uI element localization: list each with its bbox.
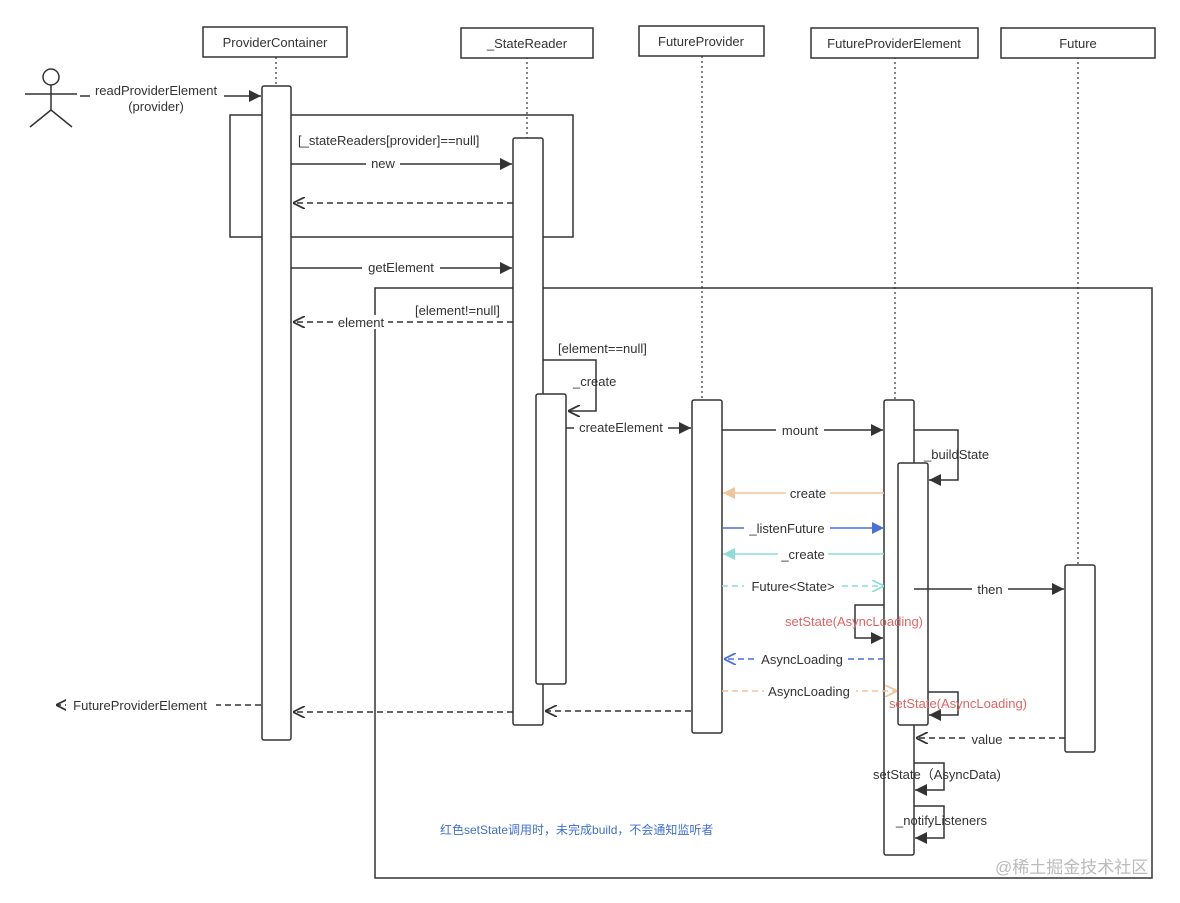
arrow-create-self <box>543 359 597 411</box>
participant-future-provider <box>638 25 765 57</box>
frame-element-not-null <box>374 287 1153 879</box>
participant-future-provider-element <box>810 27 979 59</box>
frame-guard-label: [_stateReaders[provider]==null] <box>298 133 479 148</box>
message-label: value <box>971 732 1002 747</box>
arrow-notify-listeners <box>914 805 945 844</box>
participant-label: ProviderContainer <box>223 35 328 50</box>
message-label: AsyncLoading <box>761 652 843 667</box>
message-label: createElement <box>579 420 663 435</box>
diagram-note: 红色setState调用时，未完成build，不会通知监听者 <box>440 822 713 837</box>
activation-future-provider <box>691 399 723 734</box>
participant-label: FutureProvider <box>658 34 745 49</box>
activation-provider-container <box>261 85 292 741</box>
participant-label: _StateReader <box>486 36 568 51</box>
activation-build-state <box>897 462 929 726</box>
message-label: mount <box>782 423 819 438</box>
message-label: _listenFuture <box>748 521 824 536</box>
frame-state-reader-null <box>229 114 574 238</box>
message-label: create <box>790 486 826 501</box>
activation-future <box>1064 564 1096 753</box>
message-label: setState（AsyncData) <box>873 767 1001 782</box>
arrow-set-state-data <box>914 762 945 796</box>
message-label: [element==null] <box>558 341 647 356</box>
message-label: then <box>977 582 1002 597</box>
actor-icon <box>25 68 77 128</box>
participant-future <box>1000 27 1156 59</box>
watermark: @稀土掘金技术社区 <box>995 858 1148 877</box>
arrow-set-state-loading-1 <box>854 604 884 644</box>
participant-label: Future <box>1059 36 1097 51</box>
message-label: Future<State> <box>751 579 834 594</box>
activation-state-reader-create <box>535 393 567 685</box>
message-label: _notifyListeners <box>895 813 988 828</box>
actor-call-label-args: (provider) <box>128 99 184 114</box>
message-label-highlight: setState(AsyncLoading) <box>889 696 1027 711</box>
participant-state-reader <box>460 27 594 59</box>
message-label: new <box>371 156 395 171</box>
participant-label: FutureProviderElement <box>827 36 961 51</box>
message-label: FutureProviderElement <box>73 698 207 713</box>
message-label: element <box>338 315 385 330</box>
actor-call-label: readProviderElement <box>95 83 218 98</box>
message-label: AsyncLoading <box>768 684 850 699</box>
participant-provider-container <box>202 26 348 58</box>
message-label: _create <box>572 374 616 389</box>
message-label-highlight: setState(AsyncLoading) <box>785 614 923 629</box>
message-label: getElement <box>368 260 434 275</box>
arrow-build-state <box>914 429 959 486</box>
frame-guard-label: [element!=null] <box>415 303 500 318</box>
message-label: _buildState <box>923 447 989 462</box>
message-label: _create <box>780 547 824 562</box>
arrow-set-state-loading-2 <box>928 691 959 721</box>
